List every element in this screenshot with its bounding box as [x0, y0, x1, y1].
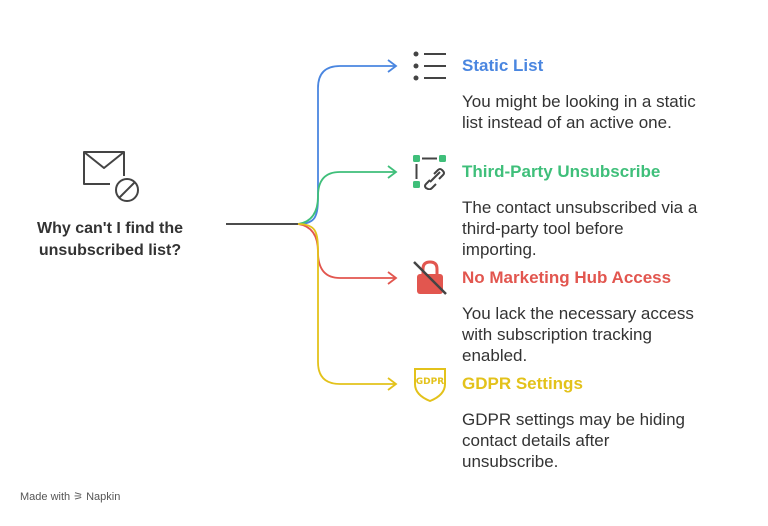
description-line: The contact unsubscribed via a [462, 198, 698, 217]
central-question-line2: unsubscribed list? [38, 242, 182, 259]
description-line: enabled. [462, 346, 528, 365]
item-description-static-list: You might be looking in a static list in… [462, 91, 752, 133]
description-line: third-party tool before [462, 219, 624, 238]
central-question: Why can't I find the unsubscribed list? [20, 218, 200, 262]
arrow-third-party [387, 165, 398, 179]
connector-third-party [297, 171, 396, 225]
description-line: contact details after [462, 431, 610, 450]
gdpr-shield-icon: GDPR [412, 366, 448, 403]
description-line: You might be looking in a static [462, 92, 696, 111]
link-icon [412, 154, 448, 191]
lock-slash-icon [412, 260, 448, 296]
item-title-static-list: Static List [462, 56, 544, 75]
description-line: with subscription tracking [462, 325, 652, 344]
connector-static-list [297, 65, 396, 225]
list-icon [410, 48, 446, 84]
item-title-gdpr-settings: GDPR Settings [462, 374, 583, 393]
made-with-napkin-credit: Made with ⚞ Napkin [20, 491, 121, 503]
description-line: importing. [462, 240, 537, 259]
arrow-no-access [387, 271, 398, 285]
central-question-line1: Why can't I find the [36, 220, 184, 237]
description-line: unsubscribe. [462, 452, 559, 471]
description-line: list instead of an active one. [462, 113, 672, 132]
description-line: GDPR settings may be hiding [462, 410, 685, 429]
svg-text:GDPR: GDPR [416, 377, 444, 387]
description-line: You lack the necessary access [462, 304, 694, 323]
item-description-third-party-unsubscribe: The contact unsubscribed via a third-par… [462, 197, 752, 260]
item-title-third-party-unsubscribe: Third-Party Unsubscribe [462, 162, 661, 181]
connector-no-access [297, 223, 396, 279]
mail-blocked-icon [80, 148, 144, 208]
arrow-gdpr [387, 377, 398, 391]
item-title-no-marketing-hub-access: No Marketing Hub Access [462, 268, 672, 287]
item-description-no-marketing-hub-access: You lack the necessary access with subsc… [462, 303, 752, 366]
arrow-static-list [387, 59, 398, 73]
item-description-gdpr-settings: GDPR settings may be hiding contact deta… [462, 409, 752, 472]
connector-gdpr [297, 223, 396, 385]
